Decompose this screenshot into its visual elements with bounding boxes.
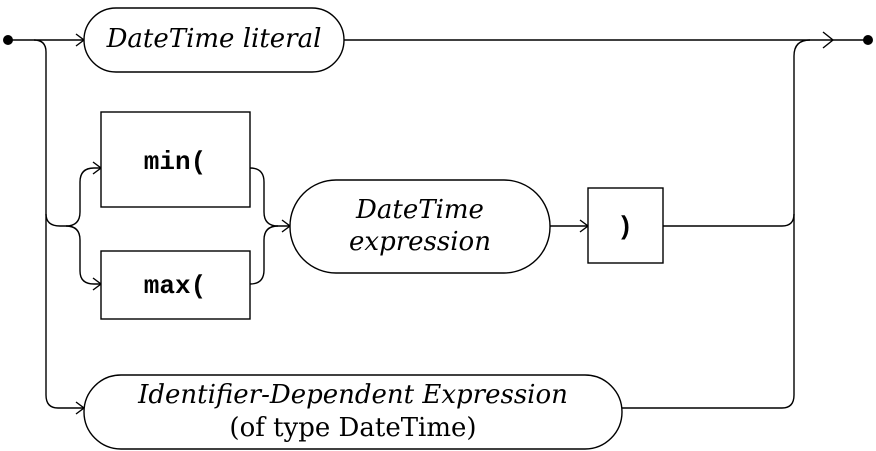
max-node: max(	[100, 250, 251, 320]
identifier-dependent-label-line2: (of type DateTime)	[229, 413, 476, 443]
close-paren-node: )	[587, 187, 664, 264]
datetime-literal-label: DateTime literal	[106, 24, 322, 54]
left-spine	[33, 39, 84, 409]
to-min-line	[65, 167, 101, 227]
from-max-line	[249, 225, 279, 285]
datetime-expression-label-line1: DateTime	[355, 195, 484, 225]
close-paren-label: )	[617, 212, 633, 242]
datetime-literal-shape	[83, 7, 345, 73]
max-label: max(	[144, 271, 206, 301]
start-dot	[3, 35, 13, 45]
right-spine	[793, 39, 811, 395]
datetime-literal-node: DateTime literal	[83, 7, 345, 73]
identifier-dependent-label-line1: Identifier-Dependent Expression	[137, 380, 568, 410]
to-max-line	[65, 225, 101, 285]
from-min-line	[249, 167, 290, 227]
from-paren-line	[663, 213, 795, 227]
min-shape	[100, 111, 251, 208]
datetime-expression-node: DateTime expression	[289, 179, 551, 274]
min-label: min(	[144, 147, 206, 177]
max-shape	[100, 250, 251, 320]
end-dot	[863, 35, 873, 45]
identifier-dependent-node: Identifier-Dependent Expression (of type…	[83, 374, 623, 450]
identifier-dependent-shape	[83, 374, 623, 450]
datetime-expression-label-line2: expression	[349, 227, 491, 257]
min-max-branch-in	[45, 213, 66, 227]
close-paren-shape	[587, 187, 664, 264]
datetime-expression-shape	[289, 179, 551, 274]
bottom-exit-line	[622, 394, 795, 409]
arrow-exit	[822, 31, 835, 49]
connector-lines	[8, 39, 868, 409]
min-node: min(	[100, 111, 251, 208]
